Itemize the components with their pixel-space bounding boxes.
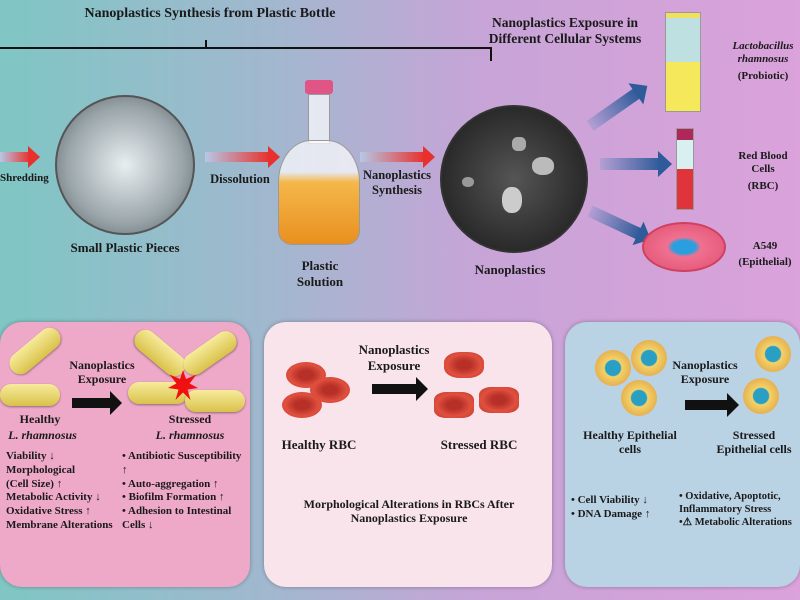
illustration-shape xyxy=(185,390,245,412)
probiotic-tube-icon xyxy=(665,12,701,112)
list-item: Morphological xyxy=(6,463,76,476)
bacteria-arrow xyxy=(72,391,122,415)
step-dissolution: Dissolution xyxy=(210,172,270,186)
illustration-shape xyxy=(282,392,322,418)
illustration-shape xyxy=(308,94,330,144)
shredding-arrow xyxy=(0,146,40,168)
illustration-shape xyxy=(434,392,474,418)
stressed-label: Stressed xyxy=(168,412,212,426)
illustration-shape xyxy=(512,137,526,151)
arrow-to-probiotic xyxy=(586,87,641,131)
healthy-label: Healthy xyxy=(19,412,61,426)
stressed-effects-list: • Antibiotic Susceptibility ↑• Auto-aggr… xyxy=(122,450,244,533)
illustration-shape xyxy=(444,352,484,378)
system-probiotic-name: Lactobacillus rhamnosus xyxy=(732,40,794,66)
illustration-shape xyxy=(278,140,360,245)
list-item: (Cell Size) ↑ xyxy=(6,477,63,490)
illustration-shape xyxy=(479,387,519,413)
stressed-rbc-label: Stressed RBC xyxy=(440,437,518,452)
panel-rbc: Nanoplastics Exposure Healthy RBC Stress… xyxy=(264,322,552,587)
list-item: • Cell Viability ↓ xyxy=(571,494,648,506)
list-item: Metabolic Activity ↓ xyxy=(6,491,101,504)
illustration-shape xyxy=(755,336,791,372)
label-solution: Plastic Solution xyxy=(296,258,344,289)
list-item: • Oxidative, Apoptotic, xyxy=(679,491,781,502)
healthy-rbc-label: Healthy RBC xyxy=(281,437,357,452)
illustration-shape xyxy=(631,340,667,376)
synthesis-title: Nanoplastics Synthesis from Plastic Bott… xyxy=(84,6,336,21)
bracket-tick xyxy=(205,40,207,48)
illustration-shape xyxy=(502,187,522,213)
illustration-shape xyxy=(179,326,241,380)
exposure-title: Nanoplastics Exposure in Different Cellu… xyxy=(488,15,642,47)
stressed-species: L. rhamnosus xyxy=(155,428,225,442)
stressed-epi-effects: • Oxidative, Apoptotic, Inflammatory Stre… xyxy=(679,490,796,529)
petri-dish-icon xyxy=(642,222,726,272)
step-synthesis: Nanoplastics Synthesis xyxy=(362,168,432,197)
healthy-epi-effects: • Cell Viability ↓• DNA Damage ↑ xyxy=(571,494,676,522)
rbc-exposure-label: Nanoplastics Exposure xyxy=(358,342,430,373)
system-probiotic-sub: (Probiotic) xyxy=(737,70,789,82)
arrow-to-a549 xyxy=(587,205,643,240)
illustration-shape xyxy=(743,378,779,414)
list-item: • Auto-aggregation ↑ xyxy=(122,477,219,490)
system-rbc-name: Red Blood Cells xyxy=(738,150,788,176)
system-a549-sub: (Epithelial) xyxy=(738,256,792,268)
rbc-arrow xyxy=(372,377,428,401)
rbc-tube-icon xyxy=(676,128,694,210)
list-item: Inflammatory Stress xyxy=(679,504,772,516)
healthy-effects-list: Viability ↓Morphological(Cell Size) ↑Met… xyxy=(6,450,118,533)
nanoplastics-sem-image xyxy=(440,105,588,253)
synthesis-arrow xyxy=(360,146,435,168)
panel-bacteria: Nanoplastics Exposure Healthy L. rhamnos… xyxy=(0,322,250,587)
list-item: Membrane Alterations xyxy=(6,518,113,531)
list-item: Oxidative Stress ↑ xyxy=(6,505,91,517)
list-item: • Biofilm Formation ↑ xyxy=(122,491,225,504)
list-item: • Antibiotic Susceptibility ↑ xyxy=(122,450,242,476)
label-nanoplastics: Nanoplastics xyxy=(474,262,546,277)
list-item: • DNA Damage ↑ xyxy=(571,507,651,520)
arrow-to-rbc xyxy=(600,151,672,177)
illustration-shape xyxy=(532,157,554,175)
illustration-shape xyxy=(621,380,657,416)
list-item: • Adhesion to Intestinal Cells ↓ xyxy=(122,505,232,531)
step-shredding: Shredding xyxy=(0,172,49,184)
system-rbc-sub: (RBC) xyxy=(747,180,779,192)
bracket xyxy=(0,47,492,61)
dissolution-arrow xyxy=(205,146,280,168)
healthy-epi-label: Healthy Epithelial cells xyxy=(583,428,677,457)
stressed-epi-label: Stressed Epithelial cells xyxy=(716,428,792,457)
illustration-shape xyxy=(305,80,333,94)
illustration-shape xyxy=(0,384,60,406)
plastic-pieces-image xyxy=(55,95,195,235)
illustration-shape xyxy=(595,350,631,386)
epi-exposure-label: Nanoplastics Exposure xyxy=(672,358,738,387)
list-item: •⚠ Metabolic Alterations xyxy=(679,517,792,529)
bacteria-exposure-label: Nanoplastics Exposure xyxy=(69,358,135,387)
healthy-species: L. rhamnosus xyxy=(8,428,77,442)
flask-icon xyxy=(278,80,360,245)
panel-epithelial: Nanoplastics Exposure Healthy Epithelial… xyxy=(565,322,800,587)
system-a549-name: A549 xyxy=(752,240,778,252)
illustration-shape xyxy=(4,323,66,379)
list-item: Viability ↓ xyxy=(6,450,55,462)
label-pieces: Small Plastic Pieces xyxy=(70,240,180,255)
epi-arrow xyxy=(685,393,739,417)
illustration-shape xyxy=(462,177,474,187)
rbc-caption: Morphological Alterations in RBCs After … xyxy=(303,497,515,526)
